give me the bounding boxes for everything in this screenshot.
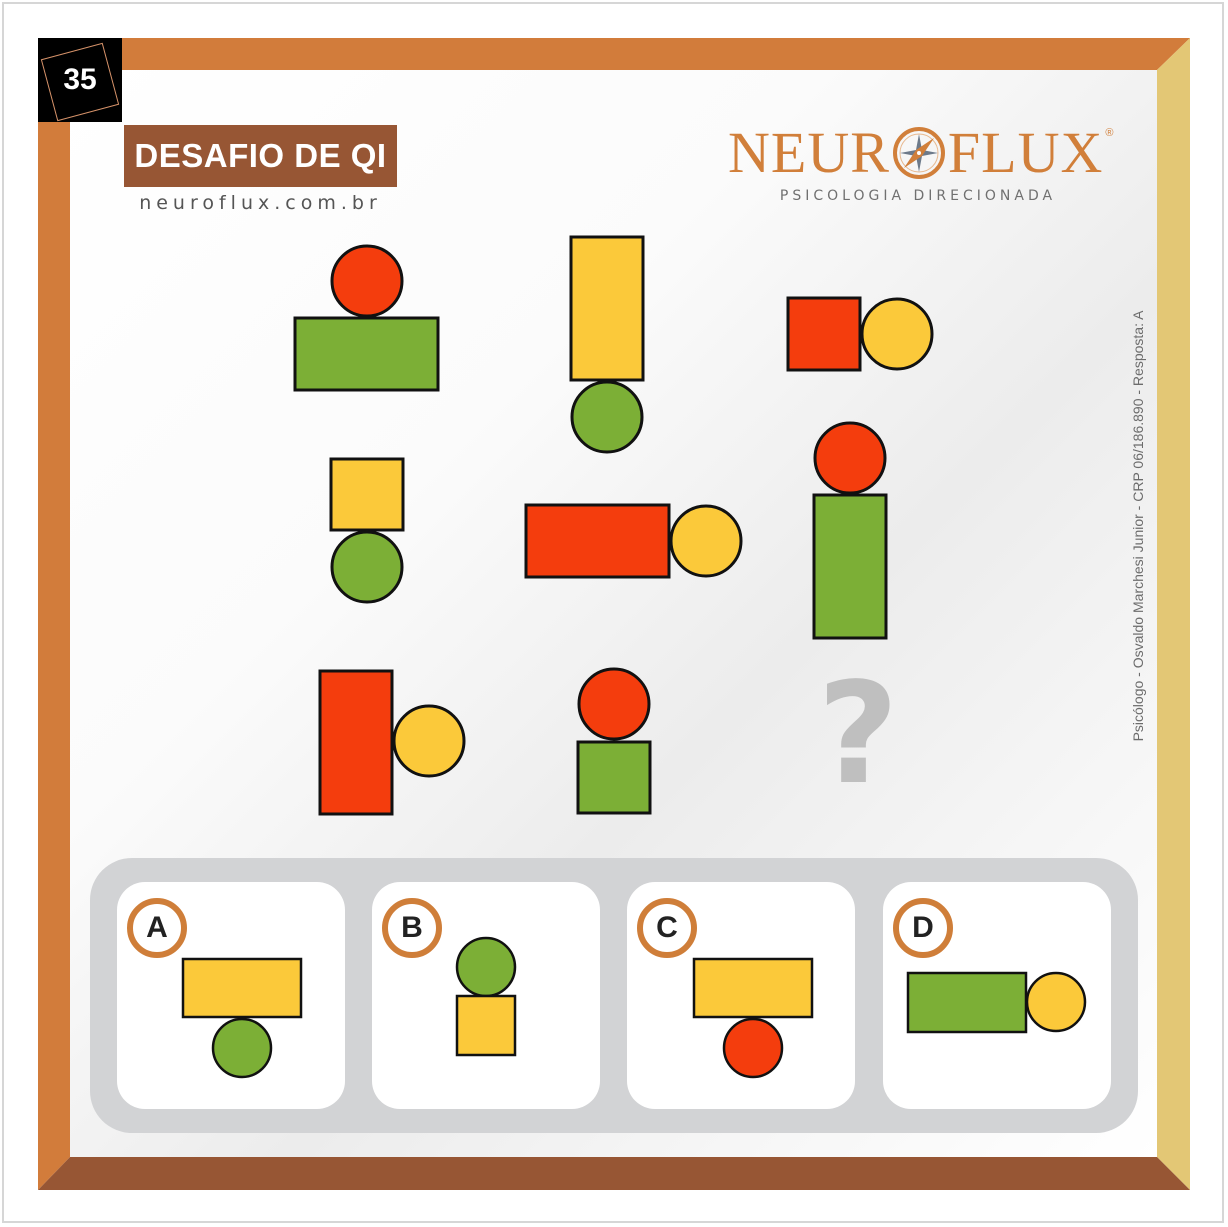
challenge-number: 35 [63, 63, 97, 96]
frame-bottom [38, 1157, 1190, 1190]
brand-logo: NEUR FLUX ® [728, 122, 1114, 184]
option-a-figure [181, 957, 303, 1079]
option-d[interactable]: D [883, 882, 1111, 1109]
frame-top [38, 38, 1190, 70]
green-circle [211, 1017, 273, 1079]
green-rectangle [812, 493, 888, 640]
option-b-figure [455, 936, 517, 1057]
green-rectangle [906, 971, 1028, 1034]
red-square [786, 296, 862, 372]
compass-icon [892, 127, 945, 179]
registered-mark: ® [1105, 127, 1115, 139]
green-circle [570, 380, 644, 454]
website-link[interactable]: neuroflux.com.br [139, 192, 382, 214]
logo-tagline: PSICOLOGIA DIRECIONADA [779, 188, 1057, 204]
option-c-figure [692, 957, 814, 1079]
option-letter-c: C [637, 898, 697, 958]
yellow-rectangle [692, 957, 814, 1019]
challenge-number-badge: 35 [38, 38, 122, 122]
green-circle [455, 936, 517, 998]
yellow-circle [669, 504, 743, 578]
option-a[interactable]: A [117, 882, 345, 1109]
option-letter-d: D [893, 898, 953, 958]
green-square [576, 740, 652, 815]
cell-r1-c1 [293, 244, 440, 392]
option-d-figure [906, 971, 1087, 1034]
page-title: DESAFIO DE QI [124, 125, 397, 187]
green-circle [330, 530, 404, 604]
red-circle [813, 421, 887, 495]
logo-text-right: FLUX [947, 120, 1104, 185]
red-circle [330, 244, 404, 318]
logo-text-left: NEUR [728, 120, 890, 185]
red-circle [722, 1017, 784, 1079]
cell-r1-c3 [786, 296, 934, 372]
frame-right [1157, 38, 1190, 1190]
option-letter-a: A [127, 898, 187, 958]
yellow-circle [1025, 971, 1087, 1033]
option-letter-b: B [382, 898, 442, 958]
yellow-rectangle [569, 235, 645, 382]
yellow-rectangle [181, 957, 303, 1019]
yellow-circle [860, 297, 934, 371]
red-rectangle [524, 503, 671, 579]
question-mark-icon: ? [817, 653, 899, 816]
cell-r2-c2 [524, 503, 743, 579]
cell-r2-c1 [329, 457, 405, 604]
cell-r2-c3 [812, 421, 888, 640]
yellow-square [329, 457, 405, 532]
frame-left [38, 38, 70, 1190]
option-c[interactable]: C [627, 882, 855, 1109]
green-rectangle [293, 316, 440, 392]
cell-r3-c2 [576, 667, 652, 815]
yellow-circle [392, 704, 466, 778]
red-circle [577, 667, 651, 741]
cell-r3-c1 [318, 669, 466, 816]
red-rectangle [318, 669, 394, 816]
answer-options-panel: A B C D [90, 858, 1138, 1133]
cell-r1-c2 [569, 235, 645, 454]
yellow-square [455, 994, 517, 1057]
option-b[interactable]: B [372, 882, 600, 1109]
